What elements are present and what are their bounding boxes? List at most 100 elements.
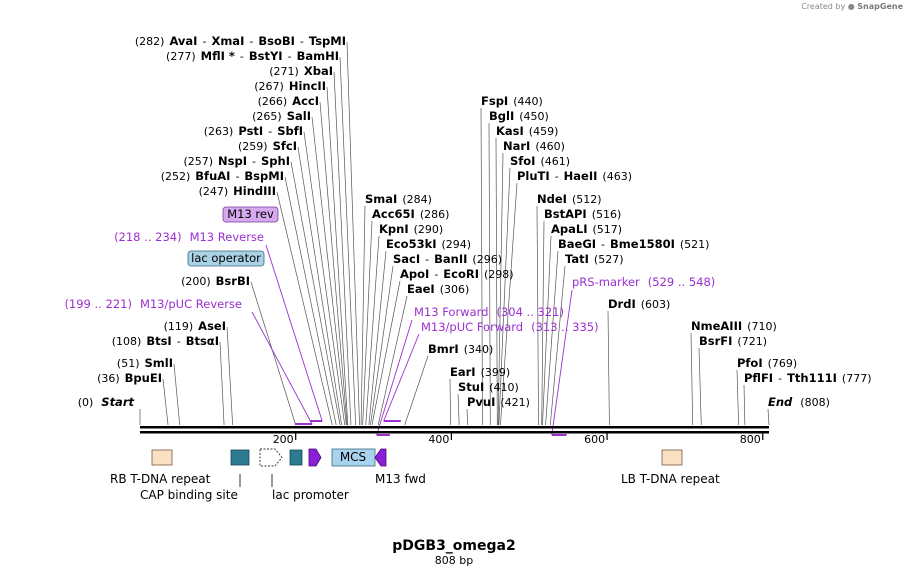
site-leader-line [290, 161, 341, 426]
m13-rev-label-box[interactable] [222, 206, 279, 223]
lb-t-dna-repeat-feature[interactable] [661, 449, 683, 466]
site-label-ndei: NdeI(512) [537, 192, 602, 206]
site-leader-line [495, 137, 498, 426]
site-leader-line [480, 107, 483, 426]
primer-labels: (218 .. 234)M13 Reverse(199 .. 221)M13/p… [64, 230, 715, 334]
site-leader-line [488, 122, 491, 426]
mcs-label: MCS [340, 450, 366, 464]
feature-label-lb: LB T-DNA repeat [621, 472, 720, 486]
site-leader-line [173, 363, 181, 426]
end-label: End(808) [768, 395, 830, 409]
site-leader-line [767, 408, 770, 426]
site-label-drdi: DrdI(603) [608, 297, 670, 311]
site-label-bfuai: (252)BfuAI-BspMI [161, 169, 284, 183]
axis-tick-label: 600 [584, 433, 605, 446]
site-leader-line [362, 220, 373, 426]
site-leader-line [297, 146, 342, 426]
primer-bars [294, 420, 567, 436]
site-leader-line [542, 235, 552, 426]
site-leader-line [466, 408, 469, 426]
site-label-kasi: KasI(459) [496, 124, 558, 138]
site-label-nspi: (257)NspI-SphI [183, 154, 290, 168]
m13-rev-label: M13 rev [227, 207, 274, 221]
site-label-sali: (265)SalI [252, 109, 311, 123]
site-leader-line [333, 71, 352, 426]
site-label-baegi: BaeGI-Bme1580I(521) [558, 237, 709, 251]
site-leader-line [311, 116, 347, 426]
site-leader-line [276, 191, 333, 426]
features: MCS RB T-DNA repeat CAP binding site lac… [110, 448, 720, 502]
m13-fwd-feature[interactable] [374, 448, 387, 467]
site-label-eco53ki: Eco53kI(294) [386, 237, 471, 251]
lac-operator-feature[interactable] [289, 449, 303, 466]
feature-label-m13-fwd: M13 fwd [375, 472, 426, 486]
site-leader-line [457, 393, 460, 426]
rb-t-dna-repeat-feature[interactable] [151, 449, 173, 466]
site-leader-line [339, 56, 356, 426]
site-label-eaei: EaeI(306) [407, 282, 469, 296]
site-leader-line [360, 205, 366, 426]
credit: Created by ● SnapGene [801, 2, 903, 11]
site-leader-line [404, 355, 429, 426]
site-label-asei: (119)AseI [164, 319, 226, 333]
lac-promoter-feature[interactable] [259, 448, 283, 467]
map-subtitle: 808 bp [435, 554, 473, 567]
primer-leader [265, 244, 323, 422]
site-leader-line [449, 378, 451, 426]
cap-binding-site-feature[interactable] [230, 449, 250, 466]
feature-label-cap: CAP binding site [140, 488, 238, 502]
site-label-sfci: (259)SfcI [238, 139, 297, 153]
site-leader-line [326, 86, 349, 426]
primer-leader [251, 311, 313, 425]
site-label-acci: (266)AccI [258, 94, 319, 108]
primer-label-prs-marker: pRS-marker(529 .. 548) [572, 275, 715, 289]
axis-tick-label: 800 [740, 433, 761, 446]
site-label-sfoi: SfoI(461) [510, 154, 570, 168]
primer-label-m13-puc-forward: M13/pUC Forward(313 .. 335) [421, 320, 599, 334]
map-title: pDGB3_omega2 [392, 538, 515, 554]
site-label-acc65i: Acc65I(286) [372, 207, 449, 221]
site-label-smli: (51)SmlI [117, 356, 173, 370]
site-leader-line [284, 176, 337, 426]
site-leader-line [250, 281, 297, 426]
site-label-smai: SmaI(284) [365, 192, 432, 206]
feature-label-rb: RB T-DNA repeat [110, 472, 211, 486]
site-label-pluti: PluTI-HaeII(463) [517, 169, 632, 183]
site-leader-line [743, 384, 746, 426]
site-leader-line [536, 205, 539, 426]
site-label-nmeaiii: NmeAIII(710) [691, 319, 777, 333]
site-leader-line [545, 250, 559, 426]
boxed-labels: M13 rev lac operator [187, 206, 279, 267]
lac-operator-label: lac operator [191, 251, 261, 265]
site-leader-line [226, 326, 233, 426]
m13-rev-feature[interactable] [308, 448, 322, 467]
site-leader-line [698, 347, 702, 426]
site-label-hindiii: (247)HindIII [199, 184, 276, 198]
axis-tick-label: 400 [428, 433, 449, 446]
site-label-mfli: (277)MflI *-BstYI-BamHI [166, 49, 339, 63]
primer-leader [551, 289, 573, 436]
site-label-kpni: KpnI(290) [379, 222, 443, 236]
site-label-apoi: ApoI-EcoRI(298) [400, 267, 514, 281]
site-label-pflfi: PflFI-Tth111I(777) [744, 371, 872, 385]
site-leader-line [497, 152, 504, 426]
site-leader-line [498, 167, 511, 426]
lac-operator-label-box[interactable] [187, 250, 265, 267]
site-leader-line [541, 220, 545, 426]
site-label-avai: (282)AvaI-XmaI-BsoBI-TspMI [135, 34, 346, 48]
site-label-bmri: BmrI(340) [428, 342, 493, 356]
site-label-saci: SacI-BanII(296) [393, 252, 502, 266]
site-leader-line [303, 131, 346, 426]
site-label-psti: (263)PstI-SbfI [204, 124, 303, 138]
snapgene-logo-icon: ● [847, 2, 855, 11]
site-label-nari: NarI(460) [503, 139, 565, 153]
site-leader-line [377, 295, 408, 426]
site-label-apali: ApaLI(517) [551, 222, 622, 236]
site-leader-line [219, 341, 225, 426]
primer-label-m13-reverse: (218 .. 234)M13 Reverse [114, 230, 264, 244]
site-leader-lines [139, 41, 770, 426]
site-leader-line [346, 41, 360, 426]
site-label-fspi: FspI(440) [481, 94, 543, 108]
